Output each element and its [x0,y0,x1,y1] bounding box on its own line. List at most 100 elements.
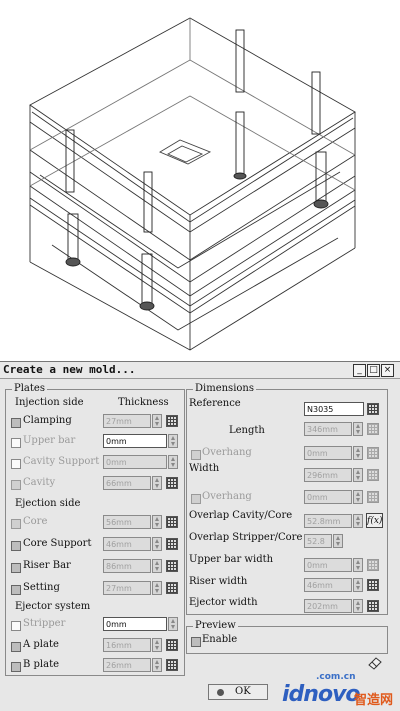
close-button[interactable]: × [381,364,394,377]
a-plate-checkbox[interactable] [11,642,21,652]
overhang-width-table-icon[interactable] [367,491,379,503]
overhang-length-field[interactable]: 0mm [304,446,352,460]
core-table-icon[interactable] [166,516,178,528]
upper-bar-width-field[interactable]: 0mm [304,558,352,572]
clamping-table-icon[interactable] [166,415,178,427]
overhang-length-table-icon[interactable] [367,447,379,459]
overlap-cavity-core-spinner[interactable] [353,514,363,528]
width-field[interactable]: 296mm [304,468,352,482]
riser-bar-spinner[interactable] [152,559,162,573]
maximize-button[interactable]: □ [367,364,380,377]
mold-3d-viewport[interactable] [0,0,400,360]
b-plate-checkbox[interactable] [11,662,21,672]
overhang-width-field[interactable]: 0mm [304,490,352,504]
overhang-length-spinner[interactable] [353,446,363,460]
watermark-logo: idnovo [282,682,361,707]
preview-enable-checkbox[interactable] [191,637,201,647]
ejector-width-field[interactable]: 202mm [304,599,352,613]
riser-width-table-icon[interactable] [367,579,379,591]
width-label: Width [189,463,220,474]
b-plate-table-icon[interactable] [166,659,178,671]
cavity-label: Cavity [23,477,56,488]
riser-bar-thickness-field[interactable]: 86mm [103,559,151,573]
clamping-label: Clamping [23,415,72,426]
overlap-stripper-core-label: Overlap Stripper/Core [189,532,303,543]
riser-width-label: Riser width [189,576,248,587]
cavity-support-label: Cavity Support [23,456,100,467]
length-label: Length [229,425,265,436]
core-checkbox[interactable] [11,519,21,529]
overhang-width-spinner[interactable] [353,490,363,504]
b-plate-label: B plate [23,659,60,670]
clamping-spinner[interactable] [152,414,162,428]
reference-label: Reference [189,398,241,409]
width-table-icon[interactable] [367,469,379,481]
ok-button[interactable]: OK [208,684,268,700]
core-support-spinner[interactable] [152,537,162,551]
width-spinner[interactable] [353,468,363,482]
upper-bar-spinner[interactable] [168,434,178,448]
core-thickness-field[interactable]: 56mm [103,515,151,529]
thickness-label: Thickness [118,397,169,408]
riser-width-spinner[interactable] [353,578,363,592]
core-spinner[interactable] [152,515,162,529]
upper-bar-label: Upper bar [23,435,76,446]
a-plate-label: A plate [23,639,59,650]
upper-bar-width-table-icon[interactable] [367,559,379,571]
riser-width-field[interactable]: 46mm [304,578,352,592]
core-support-checkbox[interactable] [11,541,21,551]
stripper-spinner[interactable] [168,617,178,631]
minimize-button[interactable]: _ [353,364,366,377]
upper-bar-thickness-field[interactable]: 0mm [103,434,167,448]
ejector-width-spinner[interactable] [353,599,363,613]
clamping-thickness-field[interactable]: 27mm [103,414,151,428]
cavity-support-thickness-field[interactable]: 0mm [103,455,167,469]
ejector-width-table-icon[interactable] [367,600,379,612]
cavity-thickness-field[interactable]: 66mm [103,476,151,490]
upper-bar-width-spinner[interactable] [353,558,363,572]
ok-radio-icon [217,689,224,696]
length-spinner[interactable] [353,422,363,436]
a-plate-spinner[interactable] [152,638,162,652]
length-table-icon[interactable] [367,423,379,435]
overlap-stripper-core-spinner[interactable] [333,534,343,548]
riser-bar-table-icon[interactable] [166,560,178,572]
stripper-checkbox[interactable] [11,621,21,631]
clamping-checkbox[interactable] [11,418,21,428]
a-plate-table-icon[interactable] [166,639,178,651]
overhang-length-checkbox[interactable] [191,450,201,460]
mold-wireframe-drawing [29,17,356,351]
overhang-width-checkbox[interactable] [191,494,201,504]
upper-bar-checkbox[interactable] [11,438,21,448]
setting-table-icon[interactable] [166,582,178,594]
idnovo-watermark: .com.cn idnovo 智造网 [258,672,400,710]
dialog-titlebar[interactable]: Create a new mold... _ □ × [0,362,400,379]
formula-button[interactable]: f(x) [366,513,383,528]
cavity-spinner[interactable] [152,476,162,490]
core-label: Core [23,516,48,527]
riser-bar-checkbox[interactable] [11,563,21,573]
stripper-thickness-field[interactable]: 0mm [103,617,167,631]
core-support-table-icon[interactable] [166,538,178,550]
cavity-checkbox[interactable] [11,480,21,490]
cavity-support-spinner[interactable] [168,455,178,469]
setting-thickness-field[interactable]: 27mm [103,581,151,595]
length-field[interactable]: 346mm [304,422,352,436]
eraser-icon[interactable] [367,656,383,670]
ejector-width-label: Ejector width [189,597,258,608]
cavity-table-icon[interactable] [166,477,178,489]
core-support-thickness-field[interactable]: 46mm [103,537,151,551]
overlap-stripper-core-field[interactable]: 52.8 [304,534,332,548]
a-plate-thickness-field[interactable]: 16mm [103,638,151,652]
b-plate-thickness-field[interactable]: 26mm [103,658,151,672]
ejection-side-label: Ejection side [15,498,81,509]
cavity-support-checkbox[interactable] [11,459,21,469]
reference-table-icon[interactable] [367,403,379,415]
reference-field[interactable]: N3035 [304,402,364,416]
riser-bar-label: Riser Bar [23,560,71,571]
setting-spinner[interactable] [152,581,162,595]
b-plate-spinner[interactable] [152,658,162,672]
overlap-cavity-core-field[interactable]: 52.8mm [304,514,352,528]
watermark-cn: 智造网 [354,693,394,708]
setting-checkbox[interactable] [11,585,21,595]
